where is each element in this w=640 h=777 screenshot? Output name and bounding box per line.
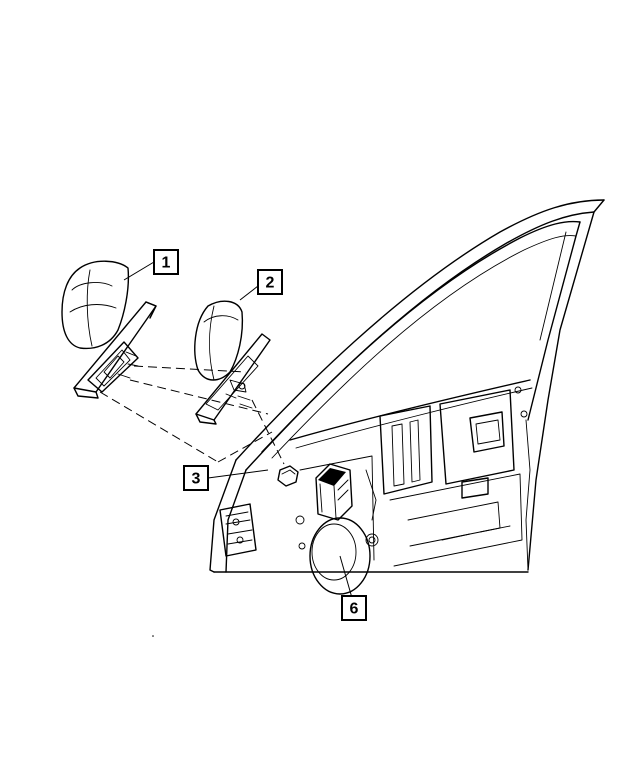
callout-2-label: 2 xyxy=(266,275,275,292)
callout-1-label: 1 xyxy=(162,255,171,272)
callout-3-label: 3 xyxy=(192,471,201,488)
leader-lines xyxy=(123,261,353,599)
nut-3 xyxy=(277,465,299,487)
mirror-assembly-1 xyxy=(61,260,157,399)
stray-dot xyxy=(152,635,154,637)
switch-module-6 xyxy=(315,463,353,521)
callout-2: 2 xyxy=(257,269,283,295)
callout-6-label: 6 xyxy=(350,601,359,618)
mirror-assembly-2 xyxy=(194,300,271,425)
callout-3: 3 xyxy=(183,465,209,491)
front-door-panel xyxy=(209,199,605,595)
callout-6: 6 xyxy=(341,595,367,621)
assembly-guide-lines xyxy=(99,365,285,465)
callout-1: 1 xyxy=(153,249,179,275)
